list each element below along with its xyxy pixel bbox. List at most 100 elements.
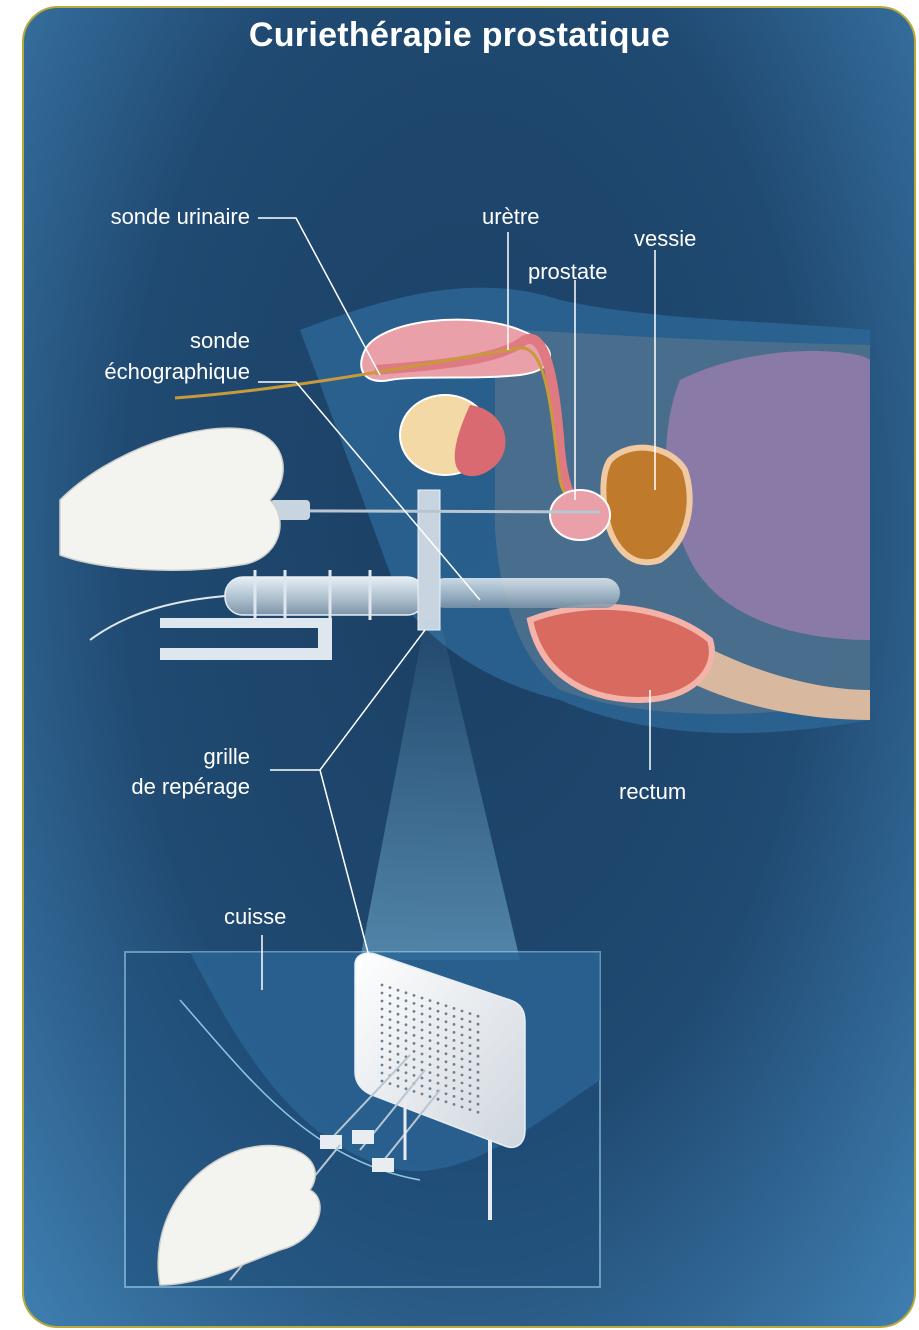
label-grille-line2: de repérage <box>40 773 250 801</box>
grid-hole <box>389 1010 392 1013</box>
grid-hole <box>381 1016 384 1019</box>
grid-hole <box>397 1021 400 1024</box>
grid-hole <box>429 1047 432 1050</box>
grid-hole <box>429 1031 432 1034</box>
grid-hole <box>421 1005 424 1008</box>
grid-hole <box>445 1092 448 1095</box>
grid-hole <box>437 1082 440 1085</box>
grid-hole <box>477 1063 480 1066</box>
grid-hole <box>453 1015 456 1018</box>
grid-hole <box>469 1076 472 1079</box>
grid-hole <box>445 1036 448 1039</box>
grid-hole <box>445 1084 448 1087</box>
grid-hole <box>461 1034 464 1037</box>
grid-hole <box>389 1026 392 1029</box>
grid-hole <box>413 1010 416 1013</box>
bladder <box>603 448 689 563</box>
grid-hole <box>405 1007 408 1010</box>
grid-hole <box>405 1063 408 1066</box>
grid-hole <box>421 1053 424 1056</box>
label-cuisse: cuisse <box>224 903 286 931</box>
grid-hole <box>453 1087 456 1090</box>
grid-hole <box>381 1072 384 1075</box>
label-sonde-echographique-line2: échographique <box>40 358 250 386</box>
grid-hole <box>413 1002 416 1005</box>
grid-hole <box>397 1037 400 1040</box>
grid-hole <box>389 1034 392 1037</box>
grid-hole <box>405 1039 408 1042</box>
grid-hole <box>461 1082 464 1085</box>
grid-hole <box>413 1050 416 1053</box>
grid-hole <box>477 1047 480 1050</box>
grid-hole <box>397 989 400 992</box>
grid-hole <box>381 984 384 987</box>
grid-hole <box>453 1047 456 1050</box>
grid-hole <box>437 1050 440 1053</box>
grid-hole <box>413 1090 416 1093</box>
grid-hole <box>477 1031 480 1034</box>
grid-hole <box>397 997 400 1000</box>
grid-hole <box>381 1024 384 1027</box>
grid-hole <box>453 1063 456 1066</box>
grid-hole <box>477 1103 480 1106</box>
grid-hole <box>421 1029 424 1032</box>
grid-hole <box>453 1103 456 1106</box>
grid-hole <box>429 999 432 1002</box>
grid-hole <box>445 1012 448 1015</box>
grid-hole <box>381 1056 384 1059</box>
grid-hole <box>469 1060 472 1063</box>
grid-hole <box>469 1020 472 1023</box>
grid-hole <box>413 1074 416 1077</box>
grid-hole <box>381 1032 384 1035</box>
grid-hole <box>461 1098 464 1101</box>
grid-hole <box>405 1087 408 1090</box>
grid-hole <box>469 1092 472 1095</box>
grid-hole <box>437 1042 440 1045</box>
grid-hole <box>453 1071 456 1074</box>
grid-hole <box>421 997 424 1000</box>
grid-hole <box>381 1000 384 1003</box>
grid-hole <box>429 1039 432 1042</box>
grid-hole <box>413 1018 416 1021</box>
grid-hole <box>389 1042 392 1045</box>
grid-hole <box>461 1050 464 1053</box>
grid-hole <box>397 1077 400 1080</box>
grid-hole <box>437 1074 440 1077</box>
grid-hole <box>445 1076 448 1079</box>
grid-hole <box>437 1002 440 1005</box>
label-uretre: urètre <box>482 203 539 231</box>
grid-hole <box>437 1034 440 1037</box>
grid-hole <box>421 1013 424 1016</box>
grid-hole <box>477 1095 480 1098</box>
page-title: Curiethérapie prostatique <box>0 16 919 55</box>
label-sonde-echographique-line1: sonde <box>40 327 250 355</box>
grid-hole <box>461 1106 464 1109</box>
grid-hole <box>421 1093 424 1096</box>
grid-hole <box>469 1036 472 1039</box>
grid-hole <box>381 1040 384 1043</box>
grid-hole <box>389 1002 392 1005</box>
grid-hole <box>445 1060 448 1063</box>
grid-hole <box>477 1071 480 1074</box>
grid-hole <box>469 1012 472 1015</box>
grid-hole <box>469 1100 472 1103</box>
grid-hole <box>413 1034 416 1037</box>
grid-hole <box>397 1005 400 1008</box>
grid-hole <box>469 1028 472 1031</box>
grid-hole <box>469 1052 472 1055</box>
grid-hole <box>437 1066 440 1069</box>
grid-hole <box>453 1039 456 1042</box>
grid-hole <box>405 1031 408 1034</box>
grid-hole <box>389 994 392 997</box>
grid-hole <box>445 1052 448 1055</box>
label-grille-line1: grille <box>40 743 250 771</box>
grid-hole <box>389 1050 392 1053</box>
grid-hole <box>397 1029 400 1032</box>
grid-hole <box>453 1007 456 1010</box>
grid-hole <box>453 1095 456 1098</box>
grid-hole <box>461 1026 464 1029</box>
grid-hole <box>429 1055 432 1058</box>
grid-hole <box>461 1066 464 1069</box>
grid-hole <box>445 1004 448 1007</box>
